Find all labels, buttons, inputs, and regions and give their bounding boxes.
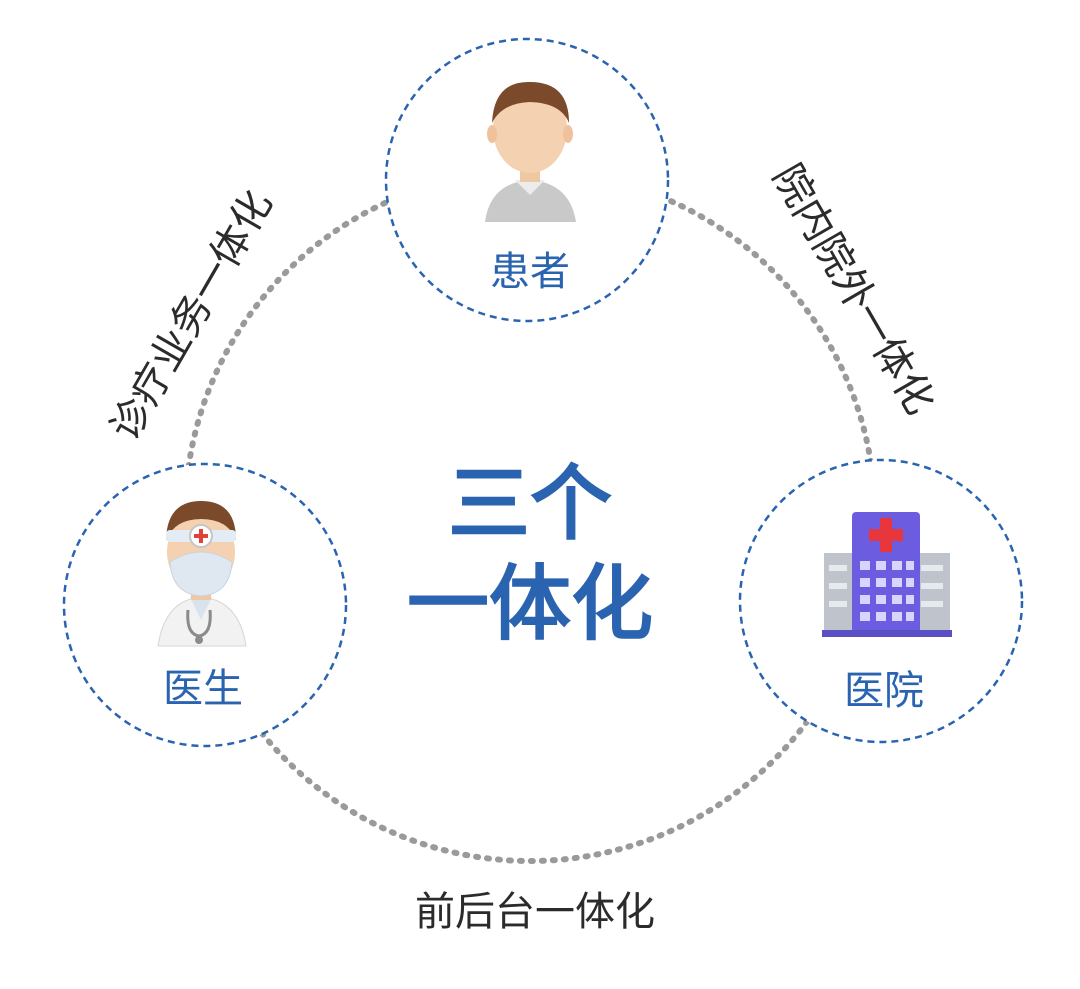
patient-node: 患者: [384, 37, 670, 323]
doctor-label: 医生: [163, 666, 243, 712]
hospital-building-icon: [822, 512, 952, 637]
center-title-line1: 三个: [448, 457, 612, 552]
edge-label-right: 院内院外一体化: [763, 157, 943, 422]
center-title-line2: 一体化: [407, 557, 653, 652]
doctor-node: 医生: [62, 462, 348, 748]
patient-avatar-icon: [485, 81, 576, 222]
edge-label-bottom: 前后台一体化: [415, 889, 655, 935]
doctor-avatar-icon: [157, 501, 247, 647]
patient-label: 患者: [490, 249, 570, 295]
hospital-node: 医院: [738, 458, 1024, 744]
edge-label-left: 诊疗业务一体化: [102, 183, 282, 448]
hospital-label: 医院: [844, 668, 924, 714]
